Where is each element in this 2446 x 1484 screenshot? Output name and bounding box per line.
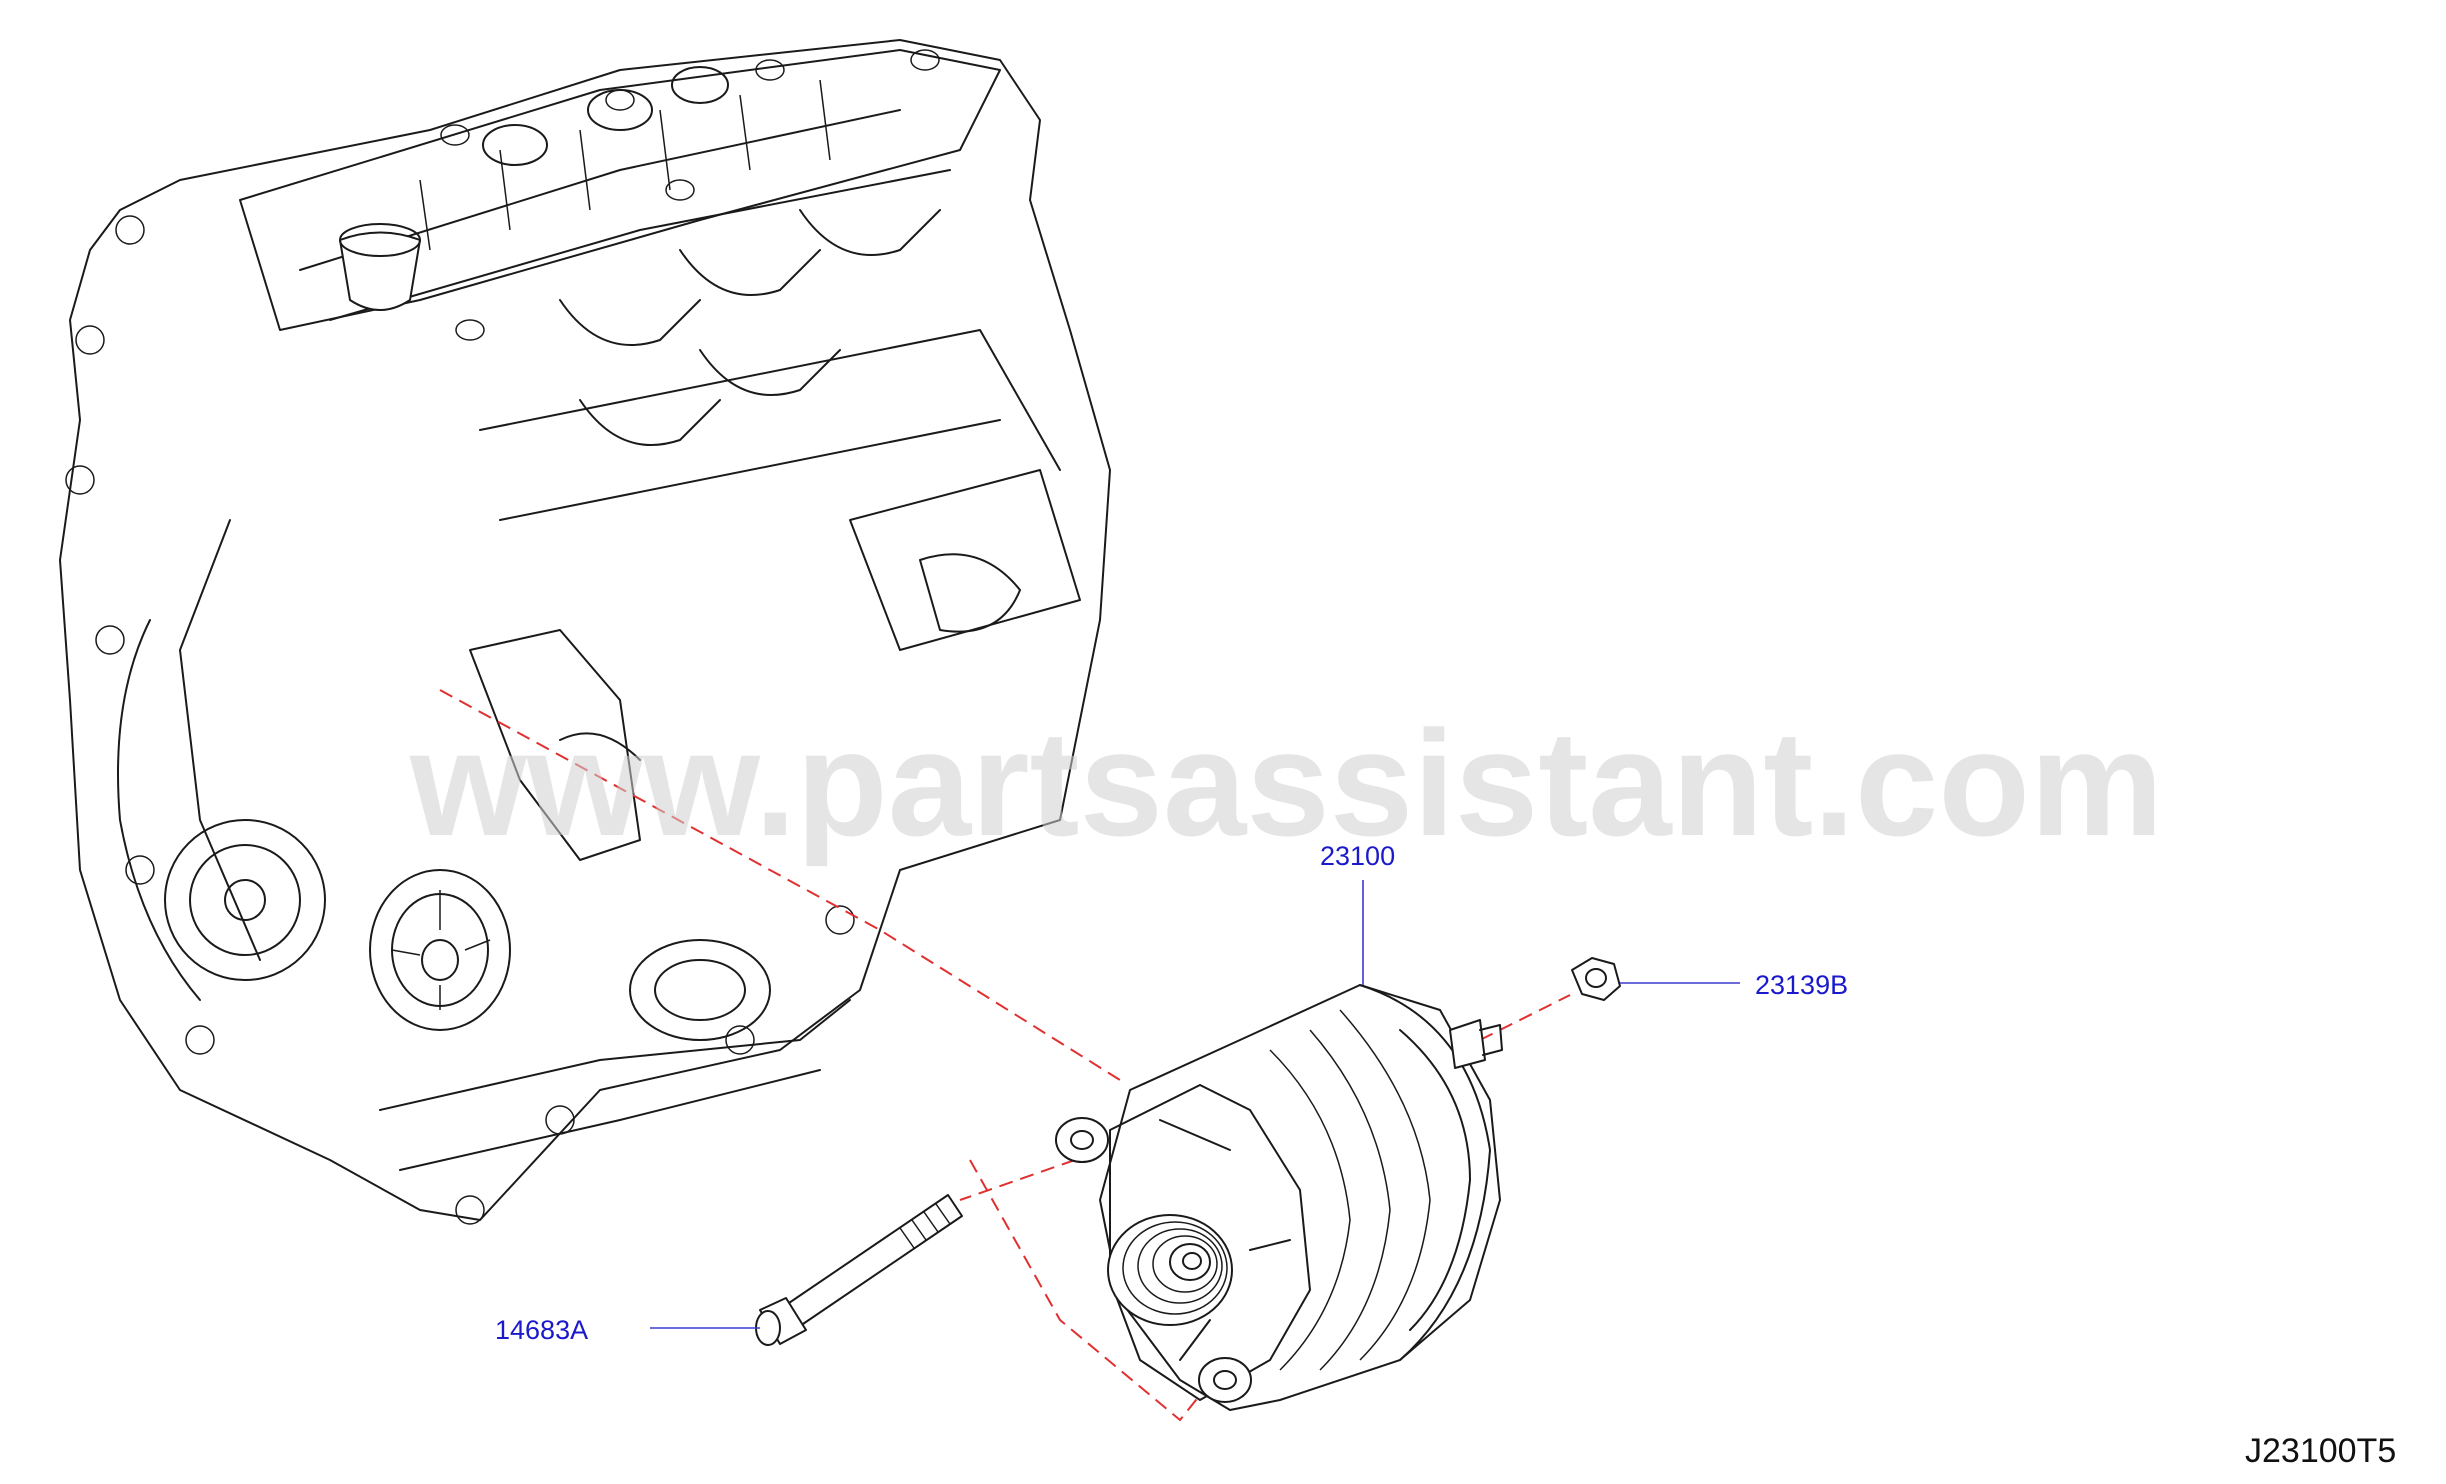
diagram-reference-code: J23100T5: [2245, 1432, 2396, 1470]
callout-bolt[interactable]: 14683A: [495, 1315, 588, 1345]
alternator: [1055, 984, 1503, 1411]
engine-block: [59, 39, 1111, 1225]
nut: [1571, 957, 1621, 1001]
lower-mount-guide: [969, 1159, 1221, 1422]
alignment-guides: [439, 689, 1571, 1422]
alternator-pulley: [1107, 1214, 1233, 1326]
watermark: www.partsassistant.com: [409, 699, 2163, 867]
bolt: [755, 1194, 963, 1346]
callout-alternator[interactable]: 23100: [1320, 841, 1395, 871]
crank-pulley: [369, 869, 511, 1031]
nut-guide: [1479, 994, 1571, 1041]
bolt-guide: [959, 1159, 1076, 1201]
leader-lines: [650, 880, 1740, 1329]
callout-nut[interactable]: 23139B: [1755, 970, 1848, 1000]
upper-mount-guide: [439, 689, 1121, 1081]
